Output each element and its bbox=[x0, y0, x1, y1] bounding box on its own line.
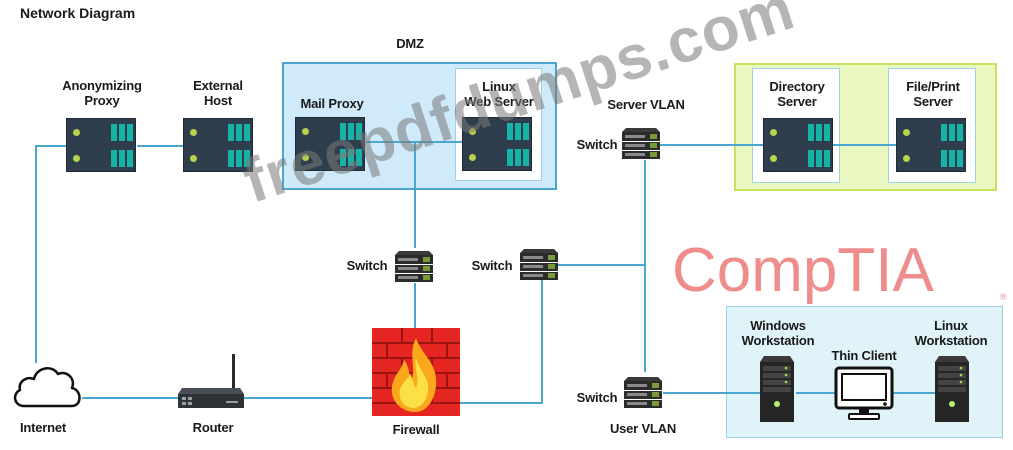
file-print-server-label-line1: File/Print bbox=[906, 79, 960, 94]
directory-server-label-line1: Directory bbox=[769, 79, 825, 94]
thin-client-label: Thin Client bbox=[831, 348, 897, 363]
windows-workstation-label-line2: Workstation bbox=[741, 333, 815, 348]
internet-cloud-icon[interactable] bbox=[10, 360, 86, 412]
internet-label: Internet bbox=[19, 420, 67, 435]
user-vlan-label: User VLAN bbox=[609, 421, 677, 436]
linux-workstation-label: Linux Workstation bbox=[908, 318, 994, 348]
router-label: Router bbox=[192, 420, 234, 435]
comptia-logo: CompTIA bbox=[672, 236, 934, 305]
windows-workstation-label-line1: Windows bbox=[750, 318, 806, 333]
anonymizing-proxy-label-line1: Anonymizing bbox=[62, 78, 142, 93]
windows-workstation-tower-icon[interactable] bbox=[758, 356, 796, 422]
file-print-server-icon[interactable] bbox=[896, 118, 966, 172]
directory-server-label-line2: Server bbox=[777, 94, 817, 109]
mail-proxy-label: Mail Proxy bbox=[300, 96, 364, 111]
external-host-label: External Host bbox=[178, 78, 258, 108]
windows-workstation-label: Windows Workstation bbox=[735, 318, 821, 348]
directory-server-label: Directory Server bbox=[752, 79, 842, 109]
external-host-label-line2: Host bbox=[203, 93, 233, 108]
anonymizing-proxy-label-line2: Proxy bbox=[84, 93, 120, 108]
core-switch-label: Switch bbox=[471, 258, 513, 273]
linux-web-server-label: Linux Web Server bbox=[455, 79, 543, 109]
linux-workstation-label-line2: Workstation bbox=[914, 333, 988, 348]
router-icon[interactable] bbox=[178, 354, 246, 410]
server-vlan-switch-label: Switch bbox=[576, 137, 618, 152]
user-vlan-switch-label: Switch bbox=[576, 390, 618, 405]
mail-proxy-server-icon[interactable] bbox=[295, 117, 365, 171]
linux-web-server-label-line2: Web Server bbox=[464, 94, 534, 109]
dmz-switch-label: Switch bbox=[346, 258, 388, 273]
server-vlan-label: Server VLAN bbox=[607, 97, 685, 112]
dmz-switch-icon[interactable] bbox=[395, 247, 433, 283]
user-vlan-switch-icon[interactable] bbox=[624, 373, 662, 409]
firewall-icon[interactable] bbox=[372, 328, 460, 416]
core-switch-icon[interactable] bbox=[520, 245, 558, 281]
linux-workstation-label-line1: Linux bbox=[934, 318, 968, 333]
linux-web-server-label-line1: Linux bbox=[482, 79, 516, 94]
external-host-server-icon[interactable] bbox=[183, 118, 253, 172]
external-host-label-line1: External bbox=[193, 78, 243, 93]
registered-mark: ® bbox=[1000, 292, 1007, 302]
link-firewall-core-switch bbox=[460, 278, 543, 404]
file-print-server-label: File/Print Server bbox=[888, 79, 978, 109]
thin-client-monitor-icon[interactable] bbox=[834, 366, 894, 422]
linux-web-server-icon[interactable] bbox=[462, 117, 532, 171]
dmz-label: DMZ bbox=[396, 36, 424, 51]
linux-workstation-tower-icon[interactable] bbox=[933, 356, 971, 422]
link-anon-proxy-internet bbox=[35, 145, 66, 363]
directory-server-icon[interactable] bbox=[763, 118, 833, 172]
firewall-label: Firewall bbox=[392, 422, 440, 437]
file-print-server-label-line2: Server bbox=[913, 94, 953, 109]
anonymizing-proxy-server-icon[interactable] bbox=[66, 118, 136, 172]
diagram-title: Network Diagram bbox=[20, 5, 136, 21]
server-vlan-switch-icon[interactable] bbox=[622, 124, 660, 160]
anonymizing-proxy-label: Anonymizing Proxy bbox=[56, 78, 148, 108]
